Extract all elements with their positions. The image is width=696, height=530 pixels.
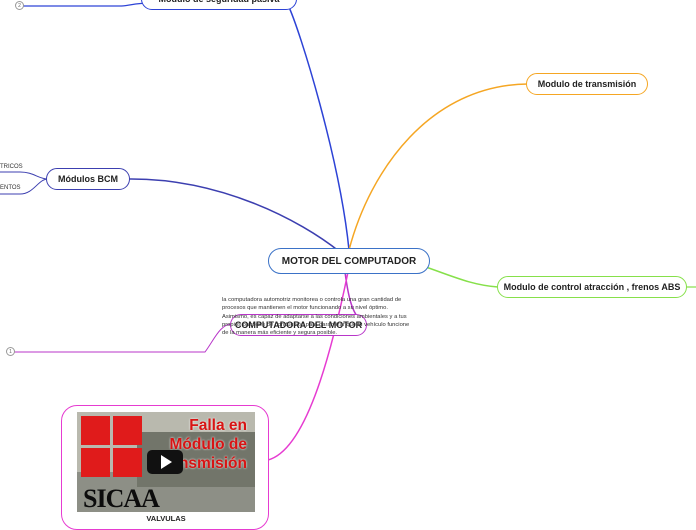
node-control-traccion-abs[interactable]: Modulo de control atracción , frenos ABS	[497, 276, 687, 298]
connector-bcm-child-2	[0, 178, 49, 195]
bcm-child-2[interactable]: ENTOS	[0, 185, 21, 191]
connector-bcm-child-1	[0, 171, 49, 180]
count-badge-description[interactable]: 1	[6, 347, 15, 356]
computadora-description: la computadora automotriz monitorea o co…	[222, 297, 410, 337]
thumbnail-title-line: Módulo de	[169, 436, 248, 453]
video-thumbnail[interactable]: Falla en Módulo de Transmisión SICAA	[77, 412, 255, 512]
central-topic[interactable]: MOTOR DEL COMPUTADOR	[268, 248, 430, 274]
connector-video	[267, 271, 349, 461]
node-computadora-del-motor[interactable]: COMPUTADORA DEL MOTOR	[230, 314, 367, 336]
connector-bcm	[127, 178, 341, 253]
logo-square	[113, 448, 142, 477]
logo-square	[81, 448, 110, 477]
brand-logo-text: SICAA	[83, 484, 160, 512]
thumbnail-title-line: Falla en	[189, 417, 247, 434]
connector-transmision	[348, 83, 529, 251]
connector-desc	[12, 323, 233, 353]
connector-traccion	[419, 264, 499, 288]
connector-top-child	[20, 2, 151, 7]
play-button[interactable]	[147, 450, 183, 474]
connector-seguridad	[287, 4, 350, 251]
node-seguridad-pasiva[interactable]: Modulo de seguridad pasiva	[141, 0, 297, 10]
video-label: VALVULAS	[146, 514, 186, 523]
count-badge-top[interactable]: 2	[15, 1, 24, 10]
logo-square	[113, 416, 142, 445]
node-modulo-transmision[interactable]: Modulo de transmisión	[526, 73, 648, 95]
node-modulos-bcm[interactable]: Módulos BCM	[46, 168, 130, 190]
bcm-child-1[interactable]: TRICOS	[0, 164, 23, 170]
logo-square	[81, 416, 110, 445]
play-icon	[161, 455, 172, 469]
node-video-valvulas[interactable]: Falla en Módulo de Transmisión SICAA VAL…	[61, 405, 269, 530]
